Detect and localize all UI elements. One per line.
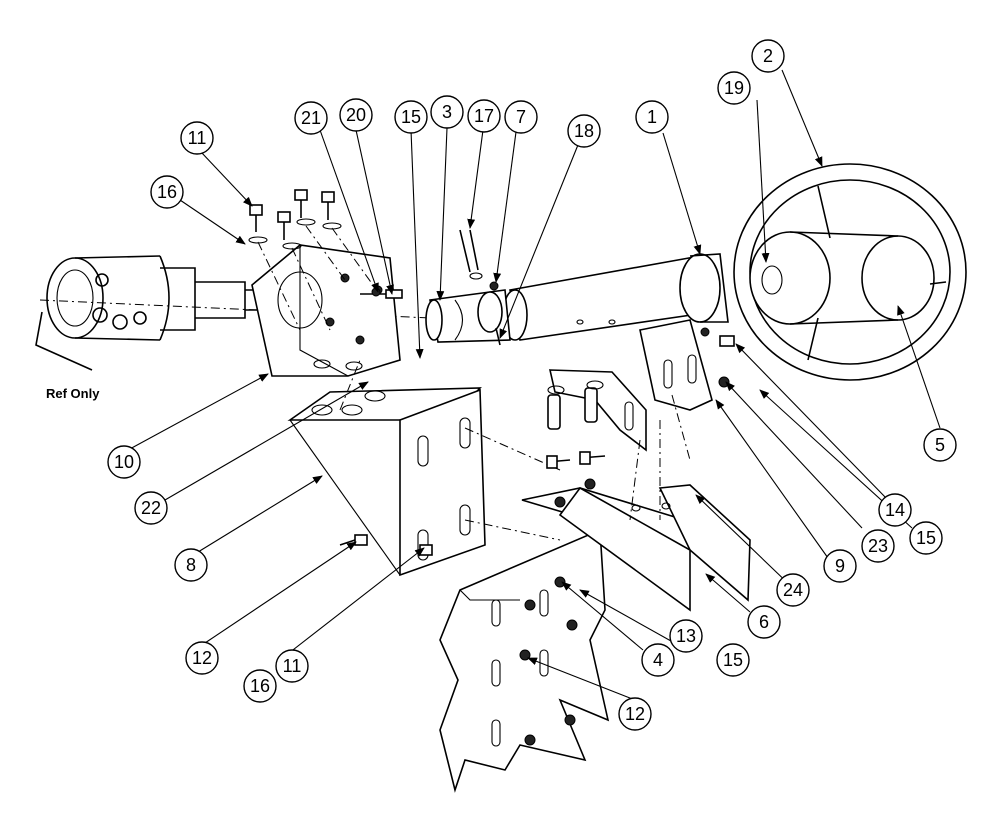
shaft-coupler bbox=[425, 289, 511, 343]
callout-17: 17 bbox=[467, 99, 501, 133]
svg-text:12: 12 bbox=[192, 648, 212, 668]
leader-lines bbox=[127, 69, 941, 701]
svg-text:22: 22 bbox=[141, 498, 161, 518]
svg-text:16: 16 bbox=[157, 182, 177, 202]
ref-only-label: Ref Only bbox=[46, 386, 100, 401]
steering-wheel bbox=[733, 163, 967, 381]
callout-14: 14 bbox=[878, 493, 912, 527]
callout-7: 7 bbox=[504, 100, 538, 134]
upper-mount-bracket bbox=[251, 244, 401, 377]
svg-text:18: 18 bbox=[574, 121, 594, 141]
callout-20: 20 bbox=[339, 98, 373, 132]
callout-16b: 16 bbox=[243, 669, 277, 703]
callout-5: 5 bbox=[923, 428, 957, 462]
callout-18: 18 bbox=[567, 114, 601, 148]
svg-text:15: 15 bbox=[401, 107, 421, 127]
right-support-plate bbox=[521, 478, 751, 612]
callout-11b: 11 bbox=[275, 649, 309, 683]
pins bbox=[459, 229, 501, 346]
callout-15a: 15 bbox=[394, 100, 428, 134]
callout-12a: 12 bbox=[185, 641, 219, 675]
svg-text:16: 16 bbox=[250, 676, 270, 696]
svg-text:17: 17 bbox=[474, 106, 494, 126]
callout-15b: 15 bbox=[716, 643, 750, 677]
callout-12b: 12 bbox=[618, 697, 652, 731]
svg-text:11: 11 bbox=[283, 656, 302, 676]
callout-16a: 16 bbox=[150, 175, 184, 209]
svg-text:13: 13 bbox=[676, 626, 696, 646]
svg-text:9: 9 bbox=[835, 556, 845, 576]
svg-text:1: 1 bbox=[647, 107, 657, 127]
svg-text:19: 19 bbox=[724, 78, 744, 98]
top-bolts bbox=[248, 189, 379, 331]
svg-text:11: 11 bbox=[188, 128, 207, 148]
svg-text:15: 15 bbox=[723, 650, 743, 670]
callout-10: 10 bbox=[107, 445, 141, 479]
callout-6: 6 bbox=[747, 605, 781, 639]
svg-text:14: 14 bbox=[885, 500, 905, 520]
svg-text:2: 2 bbox=[763, 46, 773, 66]
callout-19: 19 bbox=[717, 71, 751, 105]
ref-only-marker: Ref Only bbox=[35, 311, 100, 401]
callout-21: 21 bbox=[294, 101, 328, 135]
callout-2: 2 bbox=[751, 39, 785, 73]
svg-text:12: 12 bbox=[625, 704, 645, 724]
svg-text:15: 15 bbox=[916, 528, 936, 548]
callout-11a: 11 bbox=[180, 121, 214, 155]
column-support-bracket bbox=[546, 319, 735, 521]
svg-text:21: 21 bbox=[301, 108, 321, 128]
callout-9: 9 bbox=[823, 549, 857, 583]
svg-text:5: 5 bbox=[935, 435, 945, 455]
callout-13: 13 bbox=[669, 619, 703, 653]
svg-text:4: 4 bbox=[653, 650, 663, 670]
svg-text:3: 3 bbox=[442, 102, 452, 122]
svg-text:6: 6 bbox=[759, 612, 769, 632]
svg-text:23: 23 bbox=[868, 536, 888, 556]
svg-text:20: 20 bbox=[346, 105, 366, 125]
callout-22: 22 bbox=[134, 491, 168, 525]
callout-1: 1 bbox=[635, 100, 669, 134]
callout-15c: 15 bbox=[909, 521, 943, 555]
svg-text:8: 8 bbox=[186, 555, 196, 575]
callout-23: 23 bbox=[861, 529, 895, 563]
callout-8: 8 bbox=[174, 548, 208, 582]
svg-text:7: 7 bbox=[516, 107, 526, 127]
callout-4: 4 bbox=[641, 643, 675, 677]
callout-24: 24 bbox=[776, 573, 810, 607]
steering-column bbox=[502, 253, 729, 341]
lower-frame bbox=[439, 528, 610, 793]
middle-bracket bbox=[287, 359, 561, 577]
svg-text:10: 10 bbox=[114, 452, 134, 472]
svg-text:24: 24 bbox=[783, 580, 803, 600]
callout-3: 3 bbox=[430, 95, 464, 129]
